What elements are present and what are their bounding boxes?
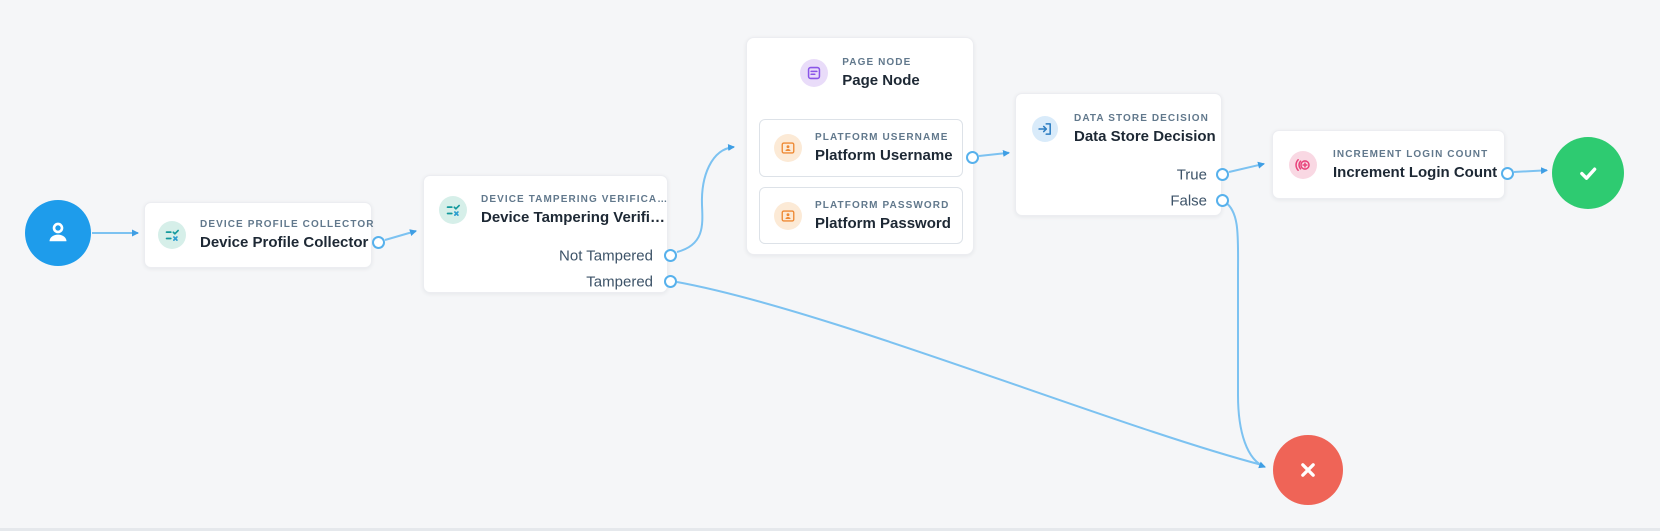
output-false: False: [1170, 192, 1207, 210]
page-icon: [800, 59, 829, 87]
port-device-profile-out[interactable]: [371, 235, 385, 249]
checklist-icon: [158, 221, 186, 249]
check-icon: [1571, 156, 1605, 190]
login-icon: [1032, 116, 1058, 142]
horizontal-scrollbar[interactable]: [0, 528, 1660, 531]
checklist-icon: [439, 196, 467, 224]
node-device-tampering-verification[interactable]: DEVICE TAMPERING VERIFICA… Device Tamper…: [423, 175, 668, 293]
output-tampered: Tampered: [586, 273, 653, 291]
subnode-platform-password[interactable]: PLATFORM PASSWORD Platform Password: [759, 187, 963, 244]
edge-false-to-failure[interactable]: [1224, 201, 1266, 469]
node-title: Increment Login Count: [1333, 163, 1498, 181]
node-increment-login-count[interactable]: INCREMENT LOGIN COUNT Increment Login Co…: [1272, 130, 1505, 199]
node-title: Platform Username: [815, 147, 953, 164]
node-type-label: INCREMENT LOGIN COUNT: [1333, 148, 1489, 160]
id-card-icon: [774, 134, 802, 162]
node-type-label: PAGE NODE: [842, 57, 912, 68]
person-icon: [42, 217, 74, 249]
output-true: True: [1176, 166, 1207, 184]
node-title: Device Profile Collector: [200, 234, 369, 251]
port-tampered[interactable]: [663, 274, 677, 288]
node-type-label: PLATFORM PASSWORD: [815, 199, 950, 211]
port-page-node-out[interactable]: [965, 150, 979, 164]
id-card-icon: [774, 201, 802, 230]
node-type-label: DEVICE PROFILE COLLECTOR: [200, 219, 375, 230]
start-node[interactable]: [25, 200, 91, 266]
node-title: Device Tampering Verifi…: [481, 209, 665, 226]
edge-page-node-to-data-store[interactable]: [978, 149, 1010, 157]
port-increment-out[interactable]: [1500, 166, 1514, 180]
output-not-tampered: Not Tampered: [559, 247, 653, 265]
node-title: Page Node: [842, 72, 920, 89]
node-title: Data Store Decision: [1074, 128, 1216, 145]
node-type-label: PLATFORM USERNAME: [815, 132, 949, 143]
node-type-label: DEVICE TAMPERING VERIFICA…: [481, 194, 669, 205]
node-data-store-decision[interactable]: DATA STORE DECISION Data Store Decision …: [1015, 93, 1222, 216]
node-page-node[interactable]: PAGE NODE Page Node PLATFORM USERNAME Pl…: [746, 37, 974, 255]
node-title: Platform Password: [815, 214, 951, 232]
success-node[interactable]: [1552, 137, 1624, 209]
port-true[interactable]: [1215, 167, 1229, 181]
port-not-tampered[interactable]: [663, 248, 677, 262]
edge-device-profile-to-tampering[interactable]: [384, 229, 417, 241]
node-device-profile-collector[interactable]: DEVICE PROFILE COLLECTOR Device Profile …: [144, 202, 375, 268]
edge-not-tampered-to-page-node[interactable]: [676, 144, 735, 253]
node-type-label: DATA STORE DECISION: [1074, 113, 1209, 124]
edge-true-to-increment[interactable]: [1228, 161, 1265, 173]
edge-increment-to-success[interactable]: [1513, 167, 1548, 175]
port-false[interactable]: [1215, 193, 1229, 207]
edge-tampered-to-failure[interactable]: [676, 281, 1263, 466]
x-icon: [1291, 453, 1325, 487]
subnode-platform-username[interactable]: PLATFORM USERNAME Platform Username: [759, 119, 963, 177]
failure-node[interactable]: [1273, 435, 1343, 505]
increment-icon: [1289, 150, 1317, 179]
